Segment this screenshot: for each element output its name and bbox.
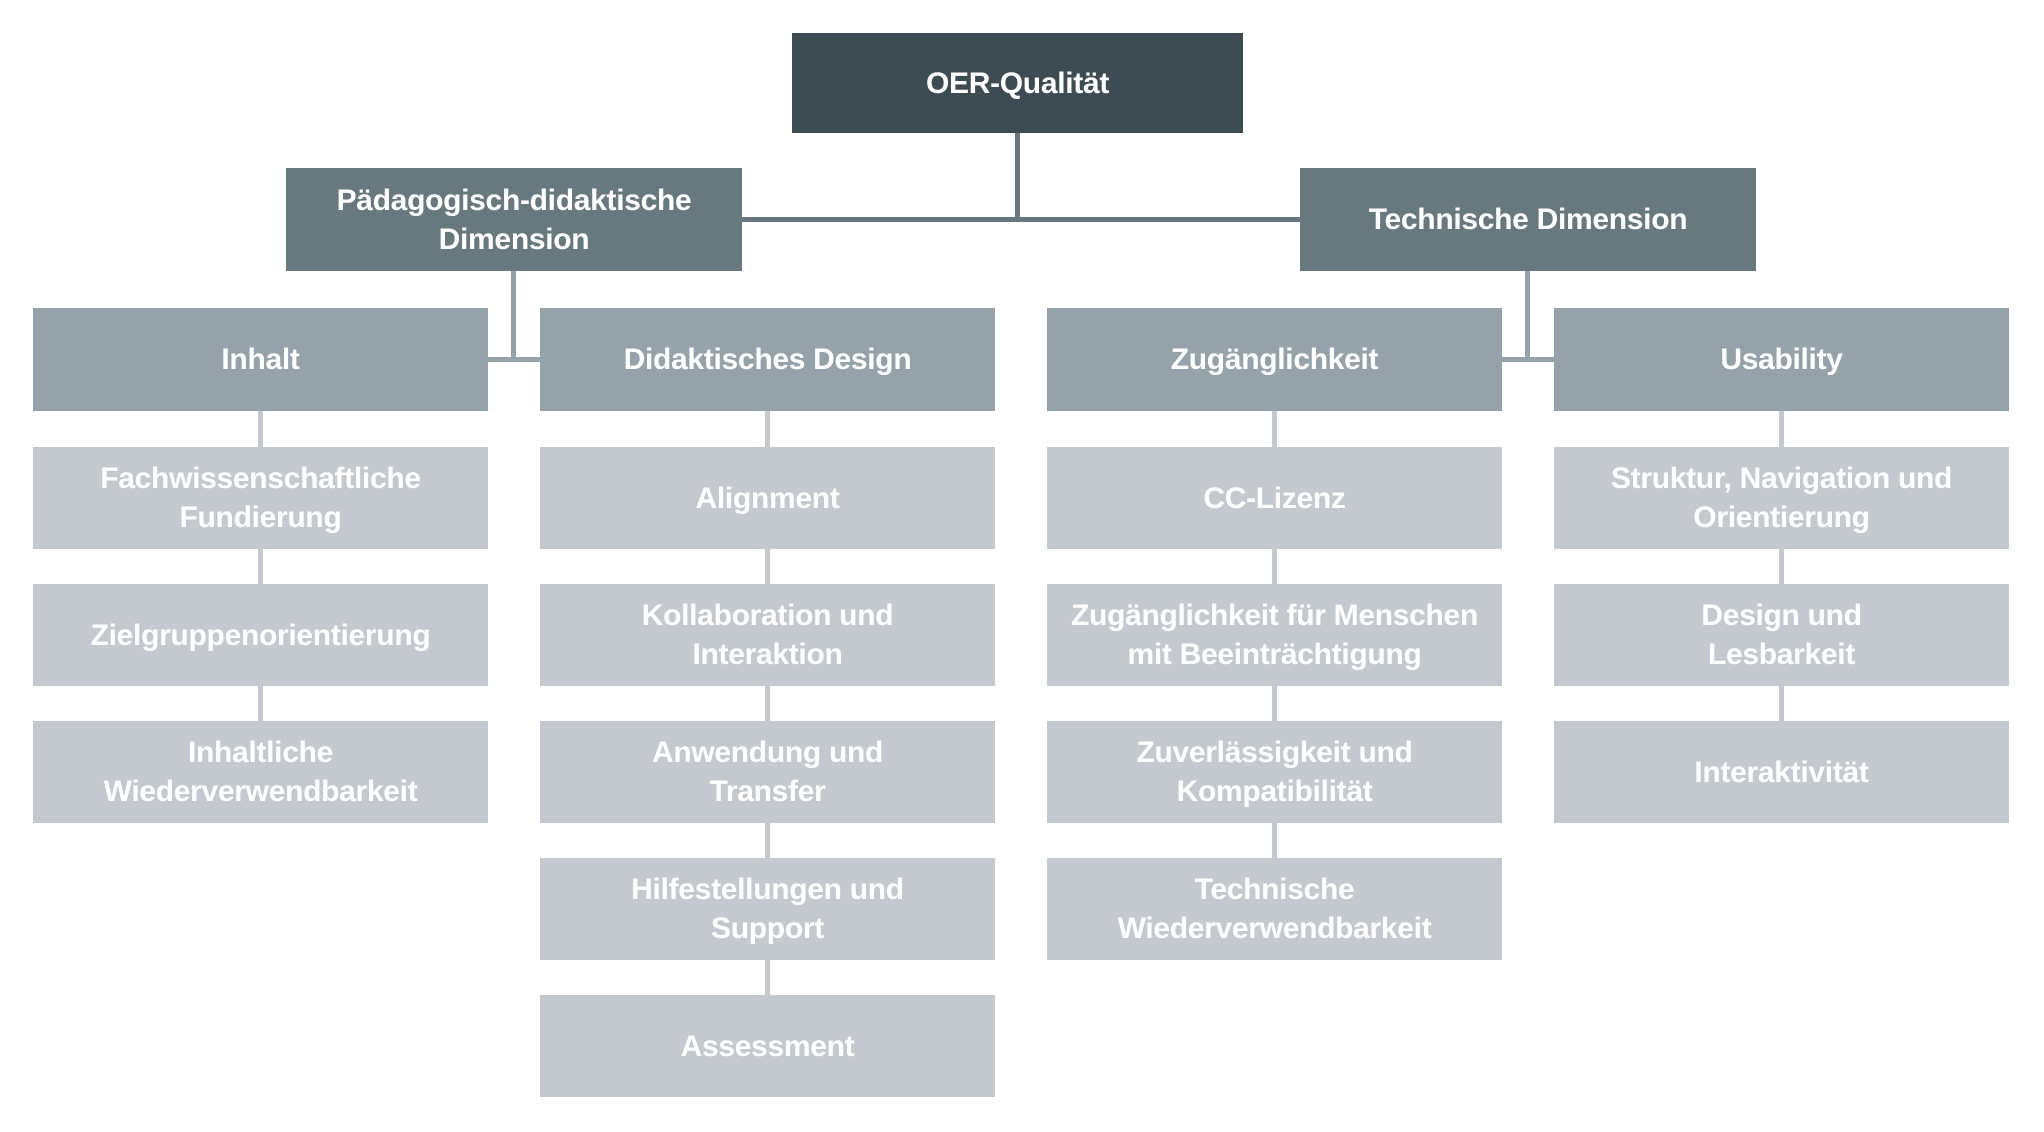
criterion-node-anwendung-transfer: Anwendung und Transfer [540,721,995,823]
connector-root-drop [1015,133,1020,222]
criterion-node-zielgruppenorientierung: Zielgruppenorientierung [33,584,488,686]
connector-col4-item1-item2 [1779,549,1784,584]
category-node-didaktisches-design: Didaktisches Design [540,308,995,411]
criterion-node-struktur-navigation-orientierung: Struktur, Navigation und Orientierung [1554,447,2009,549]
criterion-node-zuverlaessigkeit-kompatibilitaet: Zuverlässigkeit und Kompatibilität [1047,721,1502,823]
connector-col1-item1-item2 [258,549,263,584]
criterion-node-hilfestellungen-support: Hilfestellungen und Support [540,858,995,960]
connector-col3-item3-item4 [1272,823,1277,858]
connector-col2-item4-item5 [765,960,770,995]
connector-dimension2-drop [1525,271,1530,362]
category-node-inhalt: Inhalt [33,308,488,411]
root-node-oer-qualitaet: OER-Qualität [792,33,1243,133]
criterion-node-alignment: Alignment [540,447,995,549]
connector-col1-item2-item3 [258,686,263,721]
connector-col1-header-item1 [258,411,263,447]
criterion-node-zugaenglichkeit-beeintraechtigung: Zugänglichkeit für Menschen mit Beeinträ… [1047,584,1502,686]
connector-dimension1-drop [511,271,516,362]
connector-categories1-horizontal [488,357,540,362]
connector-col2-item3-item4 [765,823,770,858]
connector-col3-item2-item3 [1272,686,1277,721]
category-node-zugaenglichkeit: Zugänglichkeit [1047,308,1502,411]
dimension-node-paedagogisch-didaktisch: Pädagogisch-didaktische Dimension [286,168,742,271]
connector-col4-header-item1 [1779,411,1784,447]
connector-col2-item2-item3 [765,686,770,721]
connector-col3-header-item1 [1272,411,1277,447]
connector-col2-item1-item2 [765,549,770,584]
criterion-node-interaktivitaet: Interaktivität [1554,721,2009,823]
connector-col3-item1-item2 [1272,549,1277,584]
connector-col4-item2-item3 [1779,686,1784,721]
criterion-node-assessment: Assessment [540,995,995,1097]
criterion-node-technische-wiederverwendbarkeit: Technische Wiederverwendbarkeit [1047,858,1502,960]
connector-dimensions-horizontal [742,217,1300,222]
category-node-usability: Usability [1554,308,2009,411]
criterion-node-kollaboration-interaktion: Kollaboration und Interaktion [540,584,995,686]
connector-categories2-horizontal [1502,357,1554,362]
criterion-node-inhaltliche-wiederverwendbarkeit: Inhaltliche Wiederverwendbarkeit [33,721,488,823]
criterion-node-design-lesbarkeit: Design und Lesbarkeit [1554,584,2009,686]
dimension-node-technisch: Technische Dimension [1300,168,1756,271]
criterion-node-fachwissenschaftliche-fundierung: Fachwissenschaftliche Fundierung [33,447,488,549]
criterion-node-cc-lizenz: CC-Lizenz [1047,447,1502,549]
connector-col2-header-item1 [765,411,770,447]
